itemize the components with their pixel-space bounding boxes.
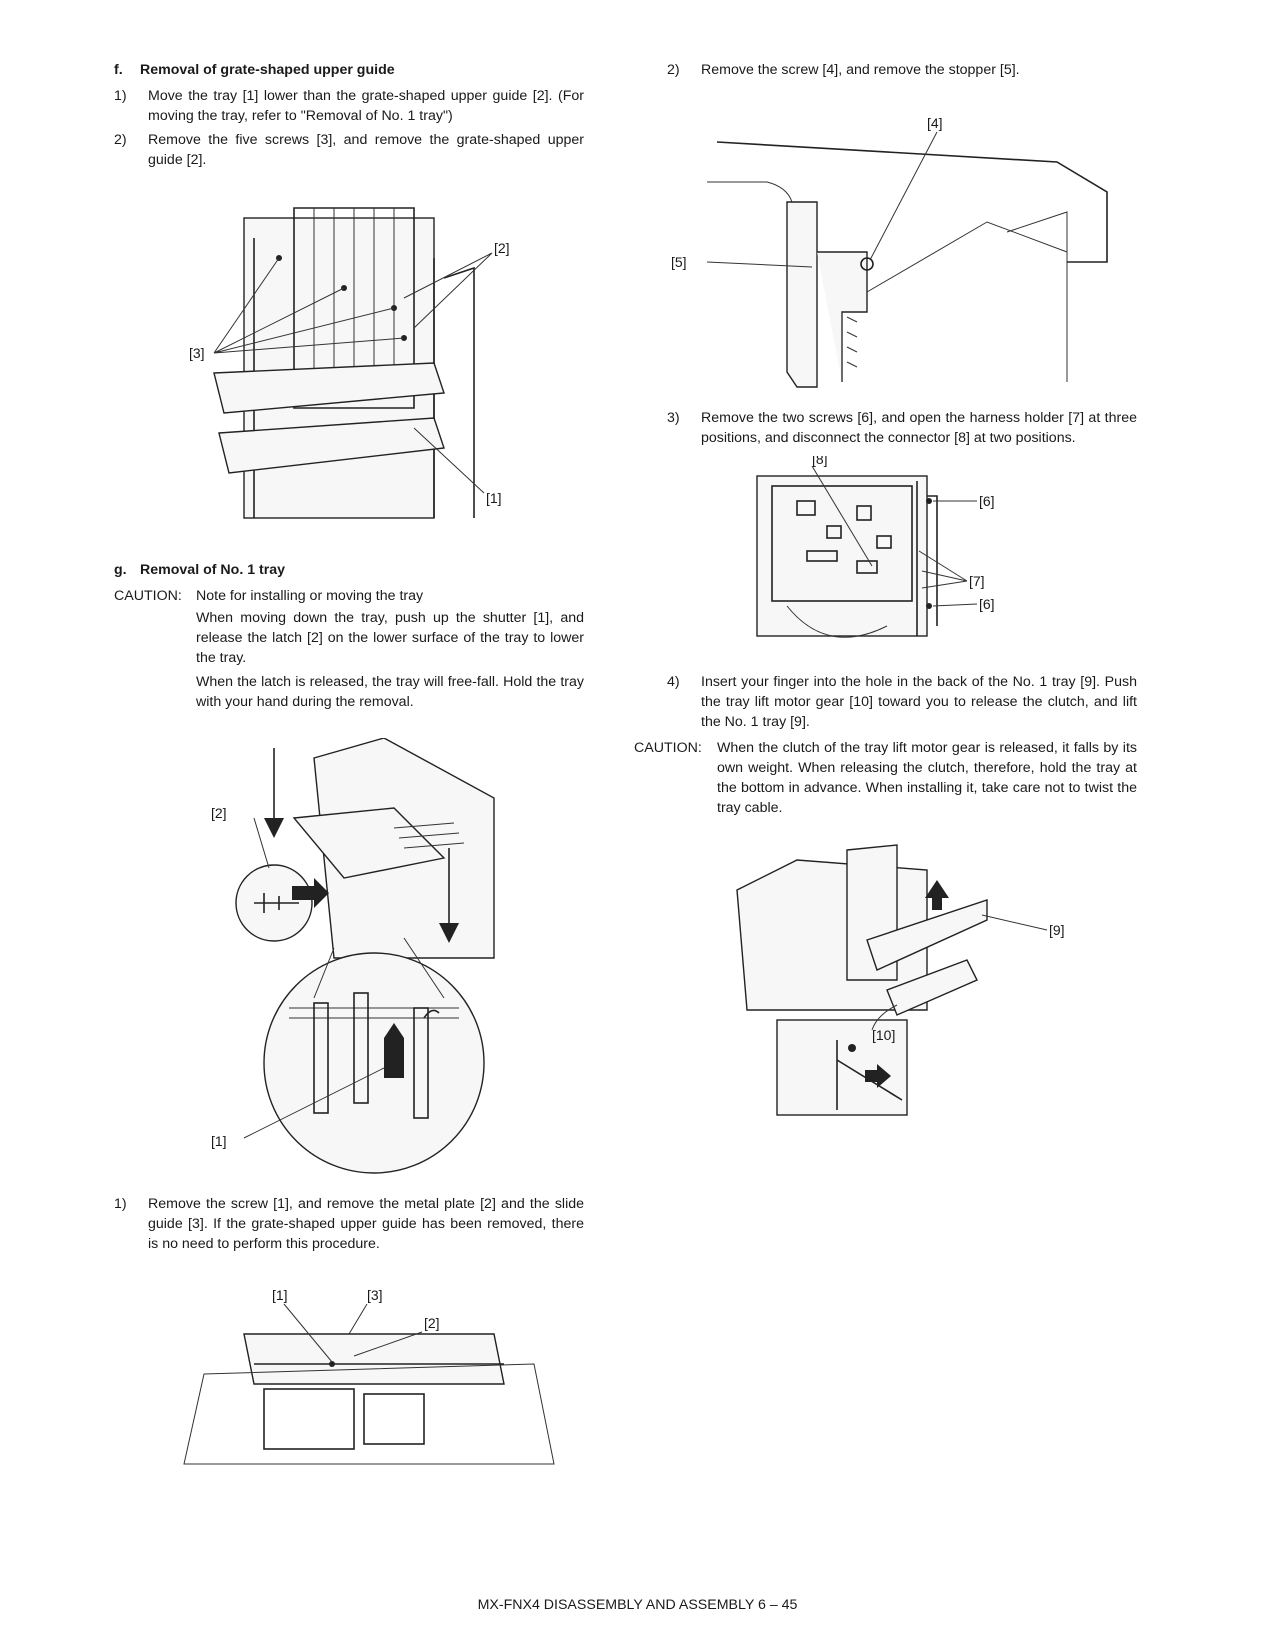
figure-tray-latch-drawing: [2] [1] (211, 738, 495, 1174)
fig-label-10: [10] (872, 1027, 895, 1043)
fig-label-6-upper: [6] (979, 493, 995, 509)
step-number: 1) (114, 1196, 127, 1212)
fig-label-3: [3] (189, 345, 205, 361)
right-step-3: 3) Remove the two screws [6], and open t… (667, 408, 1137, 448)
fig-label-2: [2] (494, 240, 510, 256)
figure-harness-drawing: [8] [6] [7] [6] (756, 456, 995, 638)
step-number: 3) (667, 410, 680, 426)
caution-label: CAUTION: (114, 588, 182, 604)
figure-tray-lift-drawing: [9] [10] (736, 844, 1065, 1116)
step-number: 2) (667, 62, 680, 78)
fig-label-9: [9] (1049, 922, 1065, 938)
right-column: 2) Remove the screw [4], and remove the … (634, 60, 1137, 1120)
section-g-title: Removal of No. 1 tray (140, 562, 286, 578)
figure-metal-plate-drawing: [1] [3] [2] (183, 1287, 555, 1465)
section-g-heading: g. Removal of No. 1 tray (114, 560, 584, 580)
figure-tray-latch: [2] [1] (114, 738, 584, 1178)
step-number: 4) (667, 674, 680, 690)
figure-grate-guide-drawing: [3] [2] [1] (189, 207, 510, 519)
fig-label-1: [1] (486, 490, 502, 506)
figure-tray-lift: [9] [10] (667, 840, 1137, 1120)
fig-label-5: [5] (671, 254, 687, 270)
left-column: f. Removal of grate-shaped upper guide 1)… (114, 60, 584, 1474)
section-f-title: Removal of grate-shaped upper guide (140, 62, 395, 78)
section-f-heading: f. Removal of grate-shaped upper guide (114, 60, 584, 80)
fig-label-6-lower: [6] (979, 596, 995, 612)
fig-label-2: [2] (424, 1315, 440, 1331)
step-text: Remove the screw [1], and remove the met… (148, 1196, 584, 1252)
right-step-2: 2) Remove the screw [4], and remove the … (667, 60, 1137, 80)
right-step-4: 4) Insert your finger into the hole in t… (667, 672, 1137, 732)
fig-label-1: [1] (272, 1287, 288, 1303)
section-g-caution: CAUTION: Note for installing or moving t… (114, 586, 584, 606)
fig-label-8: [8] (812, 456, 828, 467)
figure-stopper: [4] [5] (667, 92, 1137, 392)
section-f-step-1: 1) Move the tray [1] lower than the grat… (114, 86, 584, 126)
step-text: Insert your finger into the hole in the … (701, 674, 1137, 730)
section-f-label: f. (114, 62, 123, 78)
step-text: Move the tray [1] lower than the grate-s… (148, 88, 584, 124)
section-f-step-2: 2) Remove the five screws [3], and remov… (114, 130, 584, 170)
fig-label-7: [7] (969, 573, 985, 589)
fig-label-1: [1] (211, 1133, 227, 1149)
caution-paragraph-1: When moving down the tray, push up the s… (196, 610, 584, 666)
figure-grate-guide: [3] [2] [1] (114, 198, 584, 538)
page-footer: MX-FNX4 DISASSEMBLY AND ASSEMBLY 6 – 45 (477, 1597, 798, 1613)
caution-text: When the clutch of the tray lift motor g… (717, 740, 1137, 816)
fig-label-3: [3] (367, 1287, 383, 1303)
fig-label-2: [2] (211, 805, 227, 821)
figure-metal-plate: [1] [3] [2] (114, 1274, 584, 1474)
caution-paragraph-2: When the latch is released, the tray wil… (196, 674, 584, 710)
caution-first-line: Note for installing or moving the tray (196, 588, 424, 604)
step-text: Remove the five screws [3], and remove t… (148, 132, 584, 168)
figure-stopper-drawing: [4] [5] (671, 115, 1108, 388)
figure-harness: [8] [6] [7] [6] (667, 456, 1137, 656)
section-g-label: g. (114, 562, 127, 578)
step-number: 1) (114, 88, 127, 104)
step-number: 2) (114, 132, 127, 148)
step-text: Remove the screw [4], and remove the sto… (701, 62, 1020, 78)
step-text: Remove the two screws [6], and open the … (701, 410, 1137, 446)
fig-label-4: [4] (927, 115, 943, 131)
caution-label: CAUTION: (634, 740, 702, 756)
right-caution: CAUTION: When the clutch of the tray lif… (634, 738, 1137, 818)
section-g-step-1: 1) Remove the screw [1], and remove the … (114, 1194, 584, 1254)
